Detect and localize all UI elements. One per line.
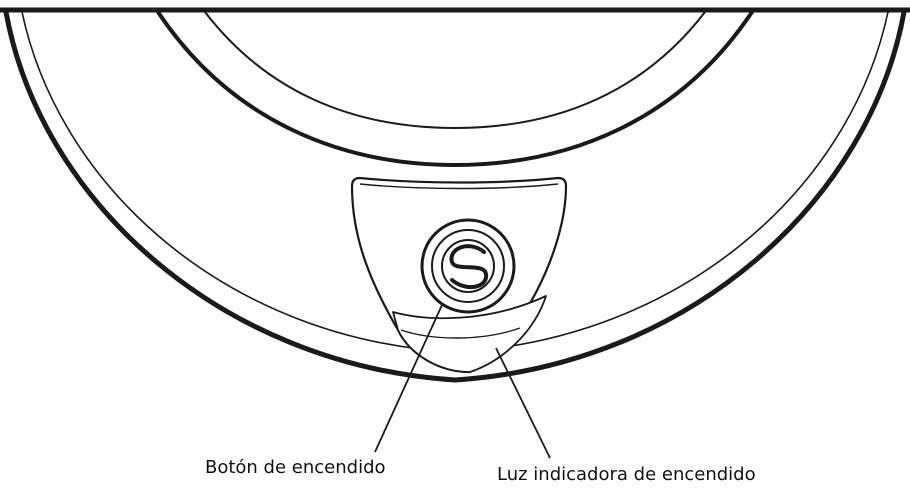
dome-outer-arc [156,10,754,167]
control-panel-top-inner [359,183,559,190]
leader-lines [374,304,551,459]
power-button-inner-ring [441,239,495,293]
power-button[interactable] [420,218,516,314]
power-swirl-icon [449,244,489,290]
power-button-middle-ring [431,229,505,303]
label-power-indicator-light: Luz indicadora de encendido [497,464,756,485]
label-power-button: Botón de encendido [205,457,386,478]
leader-line-power-light [495,347,551,459]
power-indicator-light-inner [400,327,521,339]
leader-line-power-button [374,304,443,453]
dome-inner-arc [204,11,706,129]
power-indicator-light[interactable] [392,295,547,373]
device-outer-shell [3,9,907,383]
